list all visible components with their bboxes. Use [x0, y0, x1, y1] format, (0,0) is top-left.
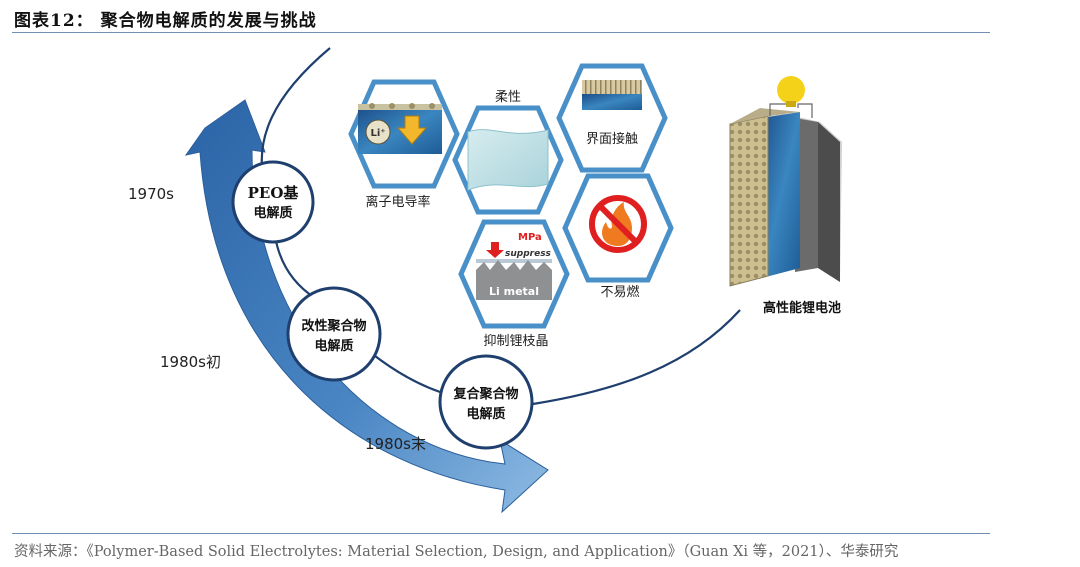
stage-peo-line2: 电解质: [253, 205, 292, 221]
suppress-label: suppress: [505, 249, 552, 259]
figure-title: 图表12： 聚合物电解质的发展与挑战: [14, 11, 317, 31]
ion-symbol: Li⁺: [370, 128, 385, 139]
lightbulb-icon: [777, 76, 805, 104]
stage-modified: 改性聚合物 电解质: [286, 286, 382, 382]
li-metal-label: Li metal: [489, 285, 539, 298]
stage-composite: 复合聚合物 电解质: [438, 354, 534, 450]
hex-flexible: [452, 105, 564, 215]
label-battery: 高性能锂电池: [763, 300, 841, 316]
bottom-rule: [12, 533, 990, 534]
battery-illustration: [729, 76, 842, 287]
hex-interface-contact: [556, 63, 668, 173]
hex-dendrite-suppression: MPa suppress Li metal: [458, 219, 570, 329]
source-note: 资料来源：《Polymer-Based Solid Electrolytes: …: [14, 544, 899, 560]
timeline-curve: [273, 235, 316, 299]
pressure-arrow-icon: [486, 242, 504, 258]
development-arrow: [184, 99, 549, 514]
hex-nonflammable: [562, 173, 674, 283]
year-label-1970s: 1970s: [128, 185, 174, 203]
label-flexible: 柔性: [495, 90, 521, 105]
stage-composite-line2: 电解质: [466, 406, 505, 422]
stage-composite-line1: 复合聚合物: [452, 386, 518, 402]
stage-modified-line1: 改性聚合物: [301, 318, 366, 334]
timeline-curve: [369, 351, 441, 394]
year-label-1980s-late: 1980s末: [365, 435, 426, 453]
forbidden-icon: [589, 195, 647, 253]
down-arrow-icon: [396, 115, 428, 145]
label-nonflammable: 不易燃: [600, 284, 639, 300]
label-dendrite-suppression: 抑制锂枝晶: [483, 334, 548, 349]
label-interface-contact: 界面接触: [586, 131, 638, 147]
stage-peo-line1: PEO基: [248, 184, 300, 202]
timeline-curve: [532, 309, 741, 406]
stage-modified-line2: 电解质: [314, 338, 353, 354]
mpa-label: MPa: [518, 232, 542, 243]
hex-ionic-conductivity: Li⁺: [348, 79, 460, 189]
year-label-1980s-early: 1980s初: [160, 353, 221, 371]
stage-peo: PEO基 电解质: [231, 160, 315, 244]
top-rule: [12, 32, 990, 33]
label-ionic-conductivity: 离子电导率: [365, 194, 430, 210]
